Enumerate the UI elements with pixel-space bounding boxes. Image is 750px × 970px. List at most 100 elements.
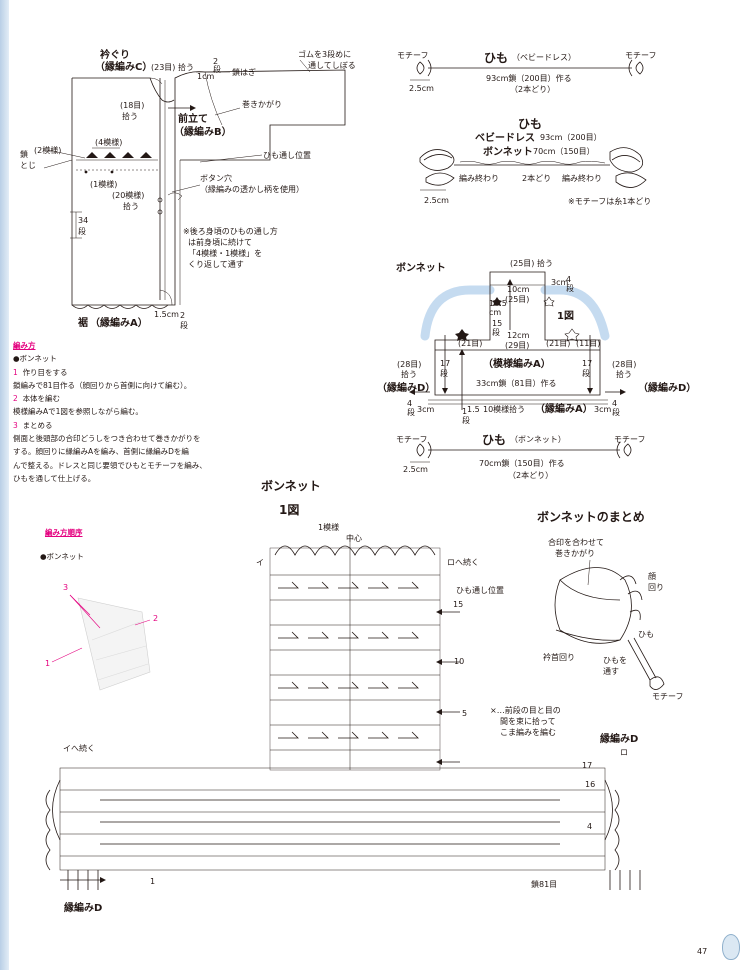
hem-stitch: （縁編みA） <box>90 316 148 329</box>
front-pick: (18目) <box>120 101 144 110</box>
cord-detail-title: ひも <box>518 117 542 131</box>
rep-2: (2模様) <box>34 145 61 155</box>
dress-cord-motif-left: モチーフ <box>397 51 429 60</box>
order-label-2: 2 <box>153 614 158 623</box>
bonnet-w10-st: (25目) <box>505 295 529 304</box>
bonnet-assembly-diagram: ボンネットのまとめ 合印を合わせて 巻きかがり 顔 回り ひも 衿首回り ひもを… <box>537 509 684 701</box>
chart-edge-d-left: 縁編みD <box>64 901 102 914</box>
neck-rows-bot: 段 <box>213 64 221 74</box>
bonnet-edge-d-right: （縁編みD） <box>638 381 696 394</box>
assembly-thread-1: ひもを <box>603 656 627 665</box>
bonnet-h17-left-unit: 段 <box>440 368 448 378</box>
order-header: 編み方順序 <box>45 528 83 537</box>
bonnet-h15-unit: 段 <box>492 327 500 337</box>
bonnet-schematic: ボンネット (25目) 拾う 10cm (25目) 3cm 4 段 1図 10.… <box>377 258 696 425</box>
stitch-chart: ボンネット 1図 1模様 中心 ロへ続く ひも通し位置 15 10 5 17 1… <box>45 478 641 914</box>
chart-row-4: 4 <box>587 822 592 831</box>
dress-cord-subtitle: （ベビードレス） <box>512 53 576 62</box>
bonnet-p28-right: (28目) <box>612 360 636 369</box>
bonnet-r4: 4 <box>566 275 571 284</box>
bonnet-cord-diagram: モチーフ モチーフ ひも （ボンネット） 2.5cm 70cm鎖（150目）作る… <box>396 433 646 480</box>
order-label-3: 3 <box>63 583 68 592</box>
instructions-item: ●ボンネット <box>13 354 57 364</box>
step-3-title: まとめる <box>22 420 53 430</box>
bonnet-h105-unit: cm <box>489 308 501 317</box>
chart-row-17: 17 <box>582 761 592 770</box>
bonnet-bottom-stitch: （縁編みA） <box>535 402 593 415</box>
bonnet-edge-d-left: （縁編みD） <box>377 381 435 394</box>
overcast-label: 巻きかがり <box>242 99 282 109</box>
bonnet-h17-right: 17 <box>582 359 592 368</box>
chart-note-3: こま編みを編む <box>500 727 556 737</box>
bonnet-bottom-c3-left: 3cm <box>417 405 434 414</box>
bonnet-cord-strands: （2本どり） <box>508 470 553 480</box>
chart-row-1: 1 <box>150 877 155 886</box>
chart-row-15: 15 <box>453 600 463 609</box>
assembly-cord: ひも <box>638 630 654 639</box>
dress-cord-length: 2.5cm <box>409 84 434 93</box>
dress-cord-title: ひも <box>484 51 508 65</box>
assembly-face-2: 回り <box>648 583 664 592</box>
bonnet-bottom-15: 1.5 <box>467 405 480 414</box>
bonnet-bottom-r4-unit: 段 <box>407 407 415 417</box>
rep-20-pick: 拾う <box>123 201 139 211</box>
bonnet-main-stitch: （模様編みA） <box>483 357 551 370</box>
bonnet-h17-right-unit: 段 <box>582 368 590 378</box>
bonnet-bottom-10rep: 10模様拾う <box>483 404 525 414</box>
bonnet-h17-left: 17 <box>440 359 450 368</box>
bonnet-cord-chain: 70cm鎖（150目）作る <box>479 458 565 468</box>
step-2-desc: 模様編みAで1図を参照しながら編む。 <box>13 407 143 417</box>
dress-cord-chain: 93cm鎖（200目）作る <box>486 73 572 83</box>
dress-cord-motif-right: モチーフ <box>625 51 657 60</box>
neck-bind: 鎖はぎ <box>232 67 256 77</box>
cord-detail-note: ※モチーフは糸1本どり <box>568 196 651 206</box>
front-pick-2: 拾う <box>122 111 138 121</box>
chain-join-2: とじ <box>20 161 36 170</box>
bonnet-p21-left: (21目) <box>458 339 482 348</box>
order-item: ●ボンネット <box>40 552 84 561</box>
bonnet-p28-left-2: 拾う <box>401 369 417 379</box>
back-note-1: ※後ろ身頃のひもの通し方 <box>183 226 278 236</box>
rows-34-unit: 段 <box>78 226 86 236</box>
rows-34: 34 <box>78 216 88 225</box>
bonnet-w12: 12cm <box>507 331 530 340</box>
chart-note-2: 間を束に拾って <box>500 716 556 726</box>
bonnet-p21-right: (21目) <box>546 339 570 348</box>
rep-1: (1模様) <box>90 179 117 189</box>
publisher-logo <box>722 934 740 960</box>
dress-cord-diagram: モチーフ モチーフ ひも （ベビードレス） 2.5cm 93cm鎖（200目）作… <box>397 51 657 94</box>
page-number: 47 <box>697 947 708 956</box>
step-3-desc-3: んで整える。ドレスと同じ要領でひもとモチーフを編み、 <box>13 460 207 470</box>
chart-i-continue: イへ続く <box>63 743 95 753</box>
bonnet-cord-title: ひも <box>482 433 506 447</box>
chain-join-1: 鎖 <box>20 149 28 159</box>
back-note-4: くり返して通す <box>188 259 244 269</box>
chart-base-chain: 鎖81目 <box>531 879 557 889</box>
cord-detail-bonnet-label: ボンネット <box>483 145 533 158</box>
cord-detail-bonnet-len: 70cm（150目） <box>533 147 595 156</box>
chart-fig: 1図 <box>279 503 299 517</box>
step-3-desc-4: ひもを通して仕上げる。 <box>13 473 96 483</box>
assembly-face: 顔 <box>648 571 656 581</box>
bonnet-p28-right-2: 拾う <box>616 369 632 379</box>
bonnet-p11: (11目) <box>576 339 600 348</box>
cord-detail-end-right: 編み終わり <box>562 173 602 183</box>
elastic-note-1: ゴムを3段めに <box>298 49 351 59</box>
back-note-3: 「4模様・1模様」を <box>188 248 262 258</box>
hem-title: 裾 <box>78 316 88 329</box>
buttonhole-label: ボタン穴 <box>200 173 232 183</box>
chart-one-rep: 1模様 <box>318 522 339 532</box>
bonnet-w10: 10cm <box>507 285 530 294</box>
bonnet-schematic-title: ボンネット <box>396 261 446 274</box>
bonnet-fig-ref: 1図 <box>557 310 574 322</box>
step-2-number: 2 <box>13 394 18 404</box>
step-2-title: 本体を編む <box>22 394 61 404</box>
step-1-desc: 鎖編みで81目作る（顔回りから首側に向けて編む）。 <box>13 380 192 390</box>
bonnet-w12-st: (29目) <box>505 341 529 350</box>
bonnet-w33: 33cm鎖（81目）作る <box>476 378 557 388</box>
bonnet-cord-motif-left: モチーフ <box>396 435 428 444</box>
bonnet-bottom-r4b-unit: 段 <box>612 407 620 417</box>
back-note-2: は前身頃に続けて <box>188 237 252 247</box>
elastic-note-2: 通してしぼる <box>308 60 356 70</box>
